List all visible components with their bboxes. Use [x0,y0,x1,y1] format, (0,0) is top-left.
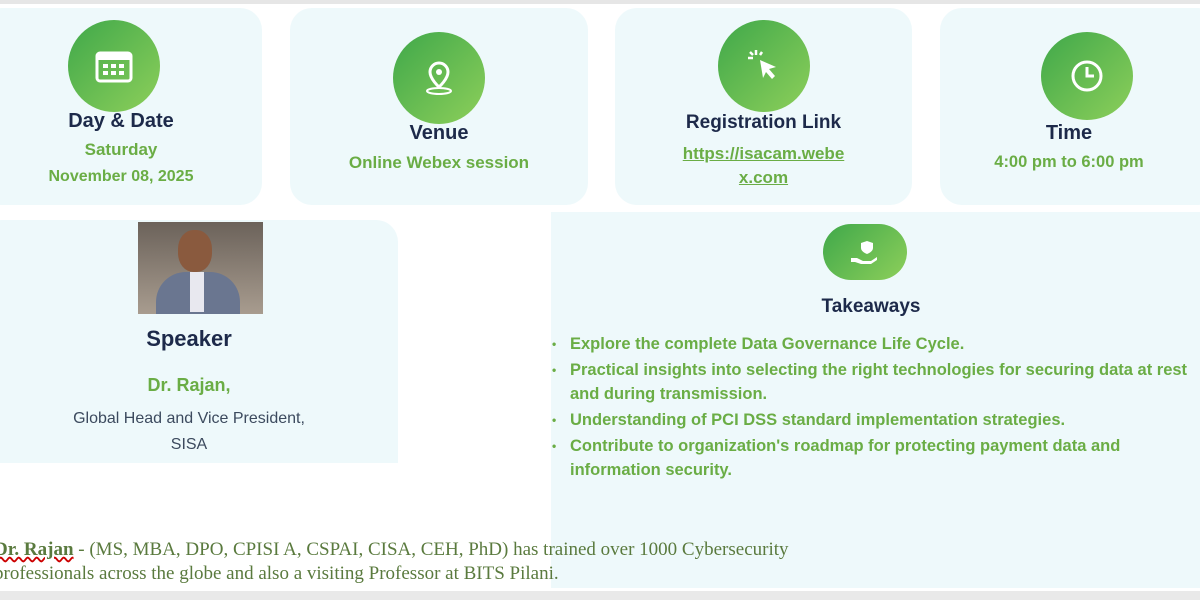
venue-card: Venue Online Webex session [290,8,588,205]
date-title: Day & Date [68,110,174,132]
venue-title: Venue [409,122,469,144]
takeaways-list: Explore the complete Data Governance Lif… [552,332,1200,484]
top-border [0,0,1200,4]
takeaway-text: Contribute to organization's roadmap for… [570,437,1121,479]
date-day: Saturday [84,140,158,159]
hand-shield-icon [823,224,907,280]
bio-text-1: - (MS, MBA, DPO, CPISI A, CSPAI, CISA, C… [73,539,789,560]
speaker-org: SISA [170,436,208,453]
time-card: Time 4:00 pm to 6:00 pm [940,8,1200,205]
bottom-border [0,591,1200,600]
speaker-card: Speaker Dr. Rajan, Global Head and Vice … [0,220,398,463]
speaker-heading: Speaker [146,326,232,351]
takeaway-item: Understanding of PCI DSS standard implem… [552,408,1150,432]
registration-link-line2[interactable]: x.com [738,168,789,187]
speaker-photo [138,222,263,314]
takeaway-item: Contribute to organization's roadmap for… [552,434,1150,482]
location-pin-icon [393,32,485,124]
takeaways-heading: Takeaways [821,296,921,317]
speaker-role: Global Head and Vice President, [73,410,305,427]
takeaway-text: Practical insights into selecting the ri… [570,361,1188,403]
bio-text-2: professionals across the globe and also … [0,563,559,584]
takeaway-item: Explore the complete Data Governance Lif… [552,332,1200,356]
calendar-icon [68,20,160,112]
date-value: November 08, 2025 [48,168,194,185]
registration-title: Registration Link [685,112,842,133]
registration-card: Registration Link https://isacam.webe x.c… [615,8,912,205]
registration-link-line1[interactable]: https://isacam.webe [682,144,845,163]
venue-value: Online Webex session [348,153,530,172]
bio-name: Dr. Rajan [0,539,74,560]
date-card: Day & Date Saturday November 08, 2025 [0,8,262,205]
takeaway-text: Understanding of PCI DSS standard implem… [570,411,1066,429]
clock-icon [1041,32,1133,120]
time-value: 4:00 pm to 6:00 pm [994,153,1144,171]
speaker-name: Dr. Rajan, [147,375,231,395]
takeaway-text: Explore the complete Data Governance Lif… [570,335,965,353]
cursor-click-icon [718,20,810,112]
registration-link[interactable]: https://isacam.webe x.com [615,142,912,190]
time-title: Time [1045,122,1093,144]
takeaway-item: Practical insights into selecting the ri… [552,358,1200,406]
speaker-bio: Dr. Rajan - (MS, MBA, DPO, CPISI A, CSPA… [0,538,1196,586]
